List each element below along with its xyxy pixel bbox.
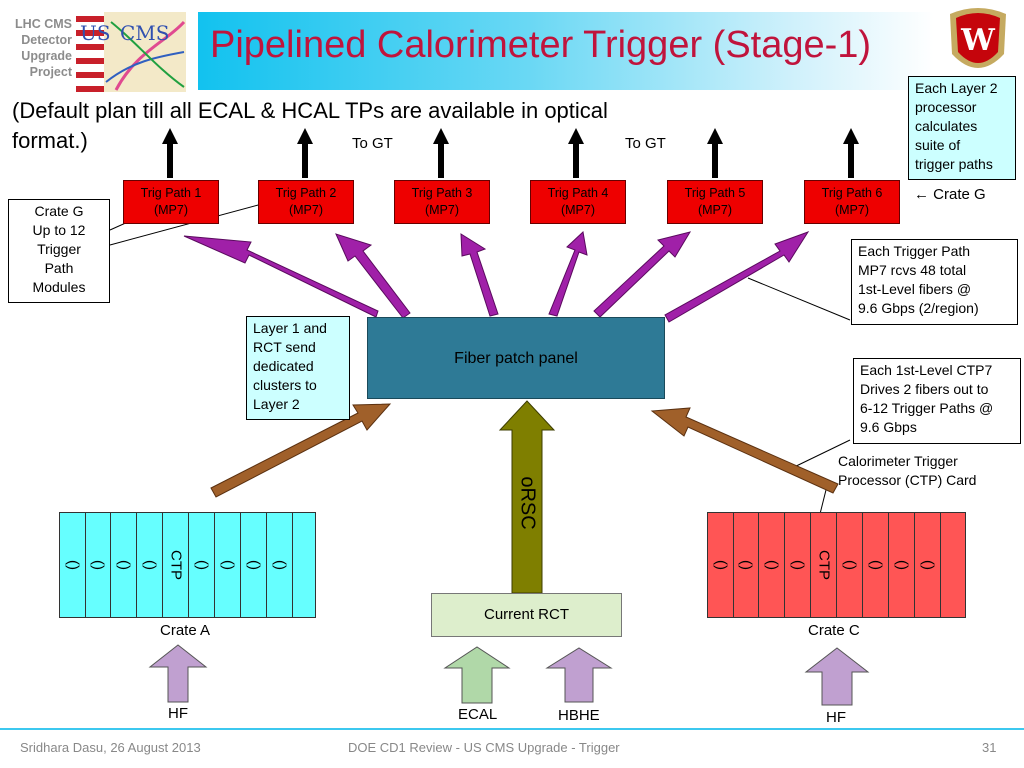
callout-crate-g: Crate G Up to 12 Trigger Path Modules bbox=[8, 199, 110, 303]
crate-g-arrow-label: ← Crate G bbox=[914, 186, 986, 203]
up-arrow-5 bbox=[707, 128, 723, 178]
svg-text:W: W bbox=[960, 23, 996, 58]
callout-layer2: Each Layer 2 processor calculates suite … bbox=[908, 76, 1016, 180]
crate-a-slot: () bbox=[111, 513, 137, 617]
callout-trigger-path: Each Trigger Path MP7 rcvs 48 total 1st-… bbox=[851, 239, 1018, 325]
crate-a-ctp-slot: CTP bbox=[163, 513, 189, 617]
crate-c-slot: () bbox=[915, 513, 941, 617]
hbhe-arrow bbox=[545, 647, 613, 703]
crate-c-slot: () bbox=[837, 513, 863, 617]
ctp-card-label: Calorimeter Trigger Processor (CTP) Card bbox=[838, 453, 977, 488]
crate-a-slot: () bbox=[267, 513, 293, 617]
up-arrow-1 bbox=[162, 128, 178, 178]
crate-a-slot: () bbox=[86, 513, 111, 617]
svg-text:CMS: CMS bbox=[120, 21, 169, 45]
purple-arrow-4 bbox=[548, 231, 588, 317]
crate-c-slot: () bbox=[708, 513, 734, 617]
callout-ctp7: Each 1st-Level CTP7 Drives 2 fibers out … bbox=[853, 358, 1021, 444]
crate-a-label: Crate A bbox=[160, 622, 211, 639]
brown-arrow-right bbox=[650, 407, 839, 494]
orsc-label: oRSC bbox=[516, 476, 539, 530]
crate-c-slot: () bbox=[759, 513, 785, 617]
up-arrow-4 bbox=[568, 128, 584, 178]
up-arrow-3 bbox=[433, 128, 449, 178]
trig-path-3: Trig Path 3(MP7) bbox=[394, 180, 490, 224]
up-arrow-6 bbox=[843, 128, 859, 178]
trig-path-2: Trig Path 2(MP7) bbox=[258, 180, 354, 224]
to-gt-label-2: To GT bbox=[625, 135, 666, 152]
title-bar bbox=[198, 12, 934, 90]
ecal-label: ECAL bbox=[458, 706, 498, 723]
hf-arrow-c bbox=[804, 647, 870, 706]
footer-divider bbox=[0, 728, 1024, 730]
to-gt-label-1: To GT bbox=[352, 135, 393, 152]
current-rct-box: Current RCT bbox=[431, 593, 622, 637]
crate-a-slot: () bbox=[215, 513, 241, 617]
us-cms-logo: US CMS bbox=[76, 12, 186, 92]
up-arrow-2 bbox=[297, 128, 313, 178]
fiber-patch-panel: Fiber patch panel bbox=[367, 317, 665, 399]
brown-arrow-left bbox=[210, 403, 392, 498]
footer-event: DOE CD1 Review - US CMS Upgrade - Trigge… bbox=[348, 740, 620, 755]
uw-crest-logo: W bbox=[950, 8, 1006, 68]
connector-ctp7 bbox=[787, 439, 851, 471]
ecal-arrow bbox=[443, 646, 511, 704]
crate-a-slot: () bbox=[241, 513, 267, 617]
crate-c-slot: () bbox=[785, 513, 811, 617]
crate-a-slot: () bbox=[189, 513, 215, 617]
crate-a-slot: () bbox=[60, 513, 86, 617]
lhc-cms-logo-text: LHC CMS Detector Upgrade Project bbox=[15, 17, 72, 79]
purple-arrow-6 bbox=[664, 231, 810, 323]
crate-c-slot: () bbox=[889, 513, 915, 617]
hbhe-label: HBHE bbox=[558, 707, 600, 724]
hf-arrow-a bbox=[148, 644, 208, 703]
subtitle: (Default plan till all ECAL & HCAL TPs a… bbox=[12, 98, 608, 153]
crate-a-slot: () bbox=[137, 513, 163, 617]
connector-ctp-card bbox=[819, 489, 827, 515]
hf-label-a: HF bbox=[168, 705, 188, 722]
slide-title: Pipelined Calorimeter Trigger (Stage-1) bbox=[210, 24, 872, 66]
footer-author: Sridhara Dasu, 26 August 2013 bbox=[20, 740, 201, 755]
purple-arrow-5 bbox=[593, 231, 692, 318]
purple-arrow-1 bbox=[183, 235, 379, 318]
crate-a: () () () () CTP () () () () bbox=[59, 512, 316, 618]
callout-layer1: Layer 1 and RCT send dedicated clusters … bbox=[246, 316, 350, 420]
hf-label-c: HF bbox=[826, 709, 846, 726]
crate-c: () () () () CTP () () () () bbox=[707, 512, 966, 618]
crate-c-label: Crate C bbox=[808, 622, 860, 639]
orsc-arrow bbox=[498, 400, 556, 594]
trig-path-1: Trig Path 1(MP7) bbox=[123, 180, 219, 224]
trig-path-4: Trig Path 4(MP7) bbox=[530, 180, 626, 224]
crate-c-slot: () bbox=[863, 513, 889, 617]
page-number: 31 bbox=[982, 740, 997, 755]
purple-arrow-2 bbox=[335, 233, 411, 319]
connector-trigger-path bbox=[747, 277, 851, 321]
trig-path-6: Trig Path 6(MP7) bbox=[804, 180, 900, 224]
connector-crate-g-2 bbox=[109, 203, 263, 246]
trig-path-5: Trig Path 5(MP7) bbox=[667, 180, 763, 224]
crate-c-slot: () bbox=[734, 513, 759, 617]
purple-arrow-3 bbox=[460, 233, 499, 317]
svg-text:US: US bbox=[80, 21, 111, 45]
crate-c-ctp-slot: CTP bbox=[811, 513, 837, 617]
